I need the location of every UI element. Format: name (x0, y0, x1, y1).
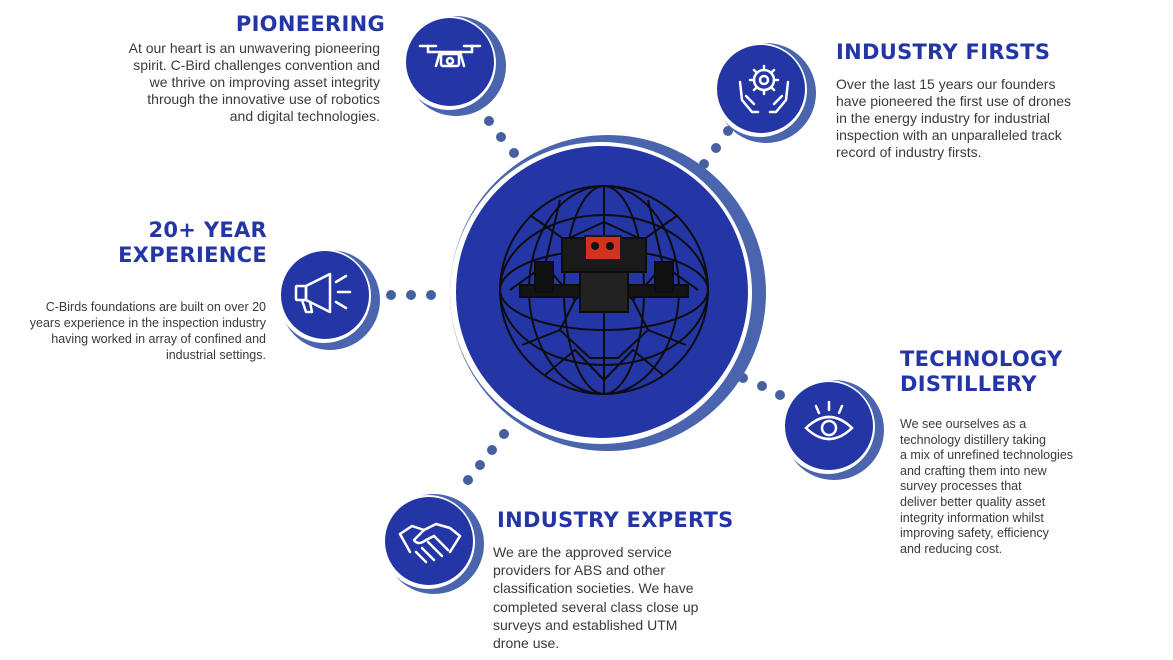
experience-title: 20+ YEAR EXPERIENCE (90, 218, 267, 268)
text-line: improving safety, efficiency (900, 526, 1049, 541)
eye-icon (804, 400, 854, 441)
industry-experts-description: We are the approved service providers fo… (493, 543, 733, 652)
connector-dots (386, 116, 785, 485)
text-line: in the energy industry for industrial (836, 110, 1050, 126)
text-line: technology distillery taking (900, 432, 1046, 447)
text-line: having worked in array of confined and (51, 332, 266, 346)
text-line: and digital technologies. (229, 108, 380, 124)
title-line: EXPERIENCE (118, 243, 267, 267)
text-line: At our heart is an unwavering pioneering (128, 40, 380, 56)
handshake-icon (398, 522, 462, 564)
text-line: surveys and established UTM (493, 616, 678, 633)
pioneering-icon-circle (402, 16, 506, 116)
text-line: industrial settings. (165, 348, 266, 362)
experience-icon-circle (277, 249, 380, 350)
text-line: years experience in the inspection indus… (29, 316, 266, 330)
text-line: completed several class close up (493, 598, 699, 615)
text-line: providers for ABS and other (493, 562, 665, 579)
connector-dot (475, 460, 485, 470)
connector-dot (487, 445, 497, 455)
connector-dot (406, 290, 416, 300)
experience-description: C-Birds foundations are built on over 20… (8, 299, 266, 363)
connector-dot (496, 132, 506, 142)
text-line: C-Birds foundations are built on over 20 (45, 300, 266, 314)
text-line: a mix of unrefined technologies (900, 448, 1074, 463)
technology-description: We see ourselves as a technology distill… (900, 417, 1100, 557)
technology-title: TECHNOLOGY DISTILLERY (900, 347, 1100, 397)
pioneering-description: At our heart is an unwavering pioneering… (95, 40, 380, 125)
connector-dot (499, 429, 509, 439)
text-line: through the innovative use of robotics (147, 91, 380, 107)
pioneering-title: PIONEERING (235, 12, 385, 36)
connector-dot (463, 475, 473, 485)
text-line: We are the approved service (493, 544, 672, 560)
industry-firsts-title: INDUSTRY FIRSTS (836, 40, 1051, 64)
text-line: Over the last 15 years our founders (836, 76, 1056, 92)
experts-icon-circle (381, 494, 484, 594)
connector-dot (426, 290, 436, 300)
text-line: drone use. (493, 635, 560, 652)
caged-drone-image (499, 185, 709, 395)
drone-icon (418, 44, 482, 68)
text-line: and crafting them into new (900, 463, 1047, 478)
technology-icon-circle (781, 380, 884, 480)
text-line: we thrive on improving asset integrity (149, 74, 380, 90)
megaphone-icon (294, 272, 352, 314)
title-line: TECHNOLOGY (900, 347, 1063, 371)
hands-gear-icon (738, 64, 790, 114)
text-line: survey processes that (900, 479, 1022, 494)
text-line: and reducing cost. (900, 541, 1003, 556)
text-line: record of industry firsts. (836, 144, 982, 160)
text-line: inspection with an unparalleled track (836, 127, 1062, 143)
industry-experts-title: INDUSTRY EXPERTS (497, 508, 734, 532)
text-line: deliver better quality asset (900, 494, 1046, 509)
title-line: DISTILLERY (900, 372, 1037, 396)
industry-firsts-icon-circle (713, 43, 816, 143)
text-line: spirit. C-Bird challenges convention and (133, 57, 380, 73)
title-line: 20+ YEAR (148, 218, 267, 242)
industry-firsts-description: Over the last 15 years our founders have… (836, 76, 1101, 161)
text-line: have pioneered the first use of drones (836, 93, 1072, 109)
connector-dot (711, 143, 721, 153)
connector-dot (775, 390, 785, 400)
connector-dot (484, 116, 494, 126)
connector-dot (723, 126, 733, 136)
text-line: We see ourselves as a (900, 417, 1027, 431)
connector-dot (509, 148, 519, 158)
connector-dot (386, 290, 396, 300)
text-line: integrity information whilst (900, 510, 1044, 525)
connector-dot (757, 381, 767, 391)
text-line: classification societies. We have (493, 580, 694, 597)
